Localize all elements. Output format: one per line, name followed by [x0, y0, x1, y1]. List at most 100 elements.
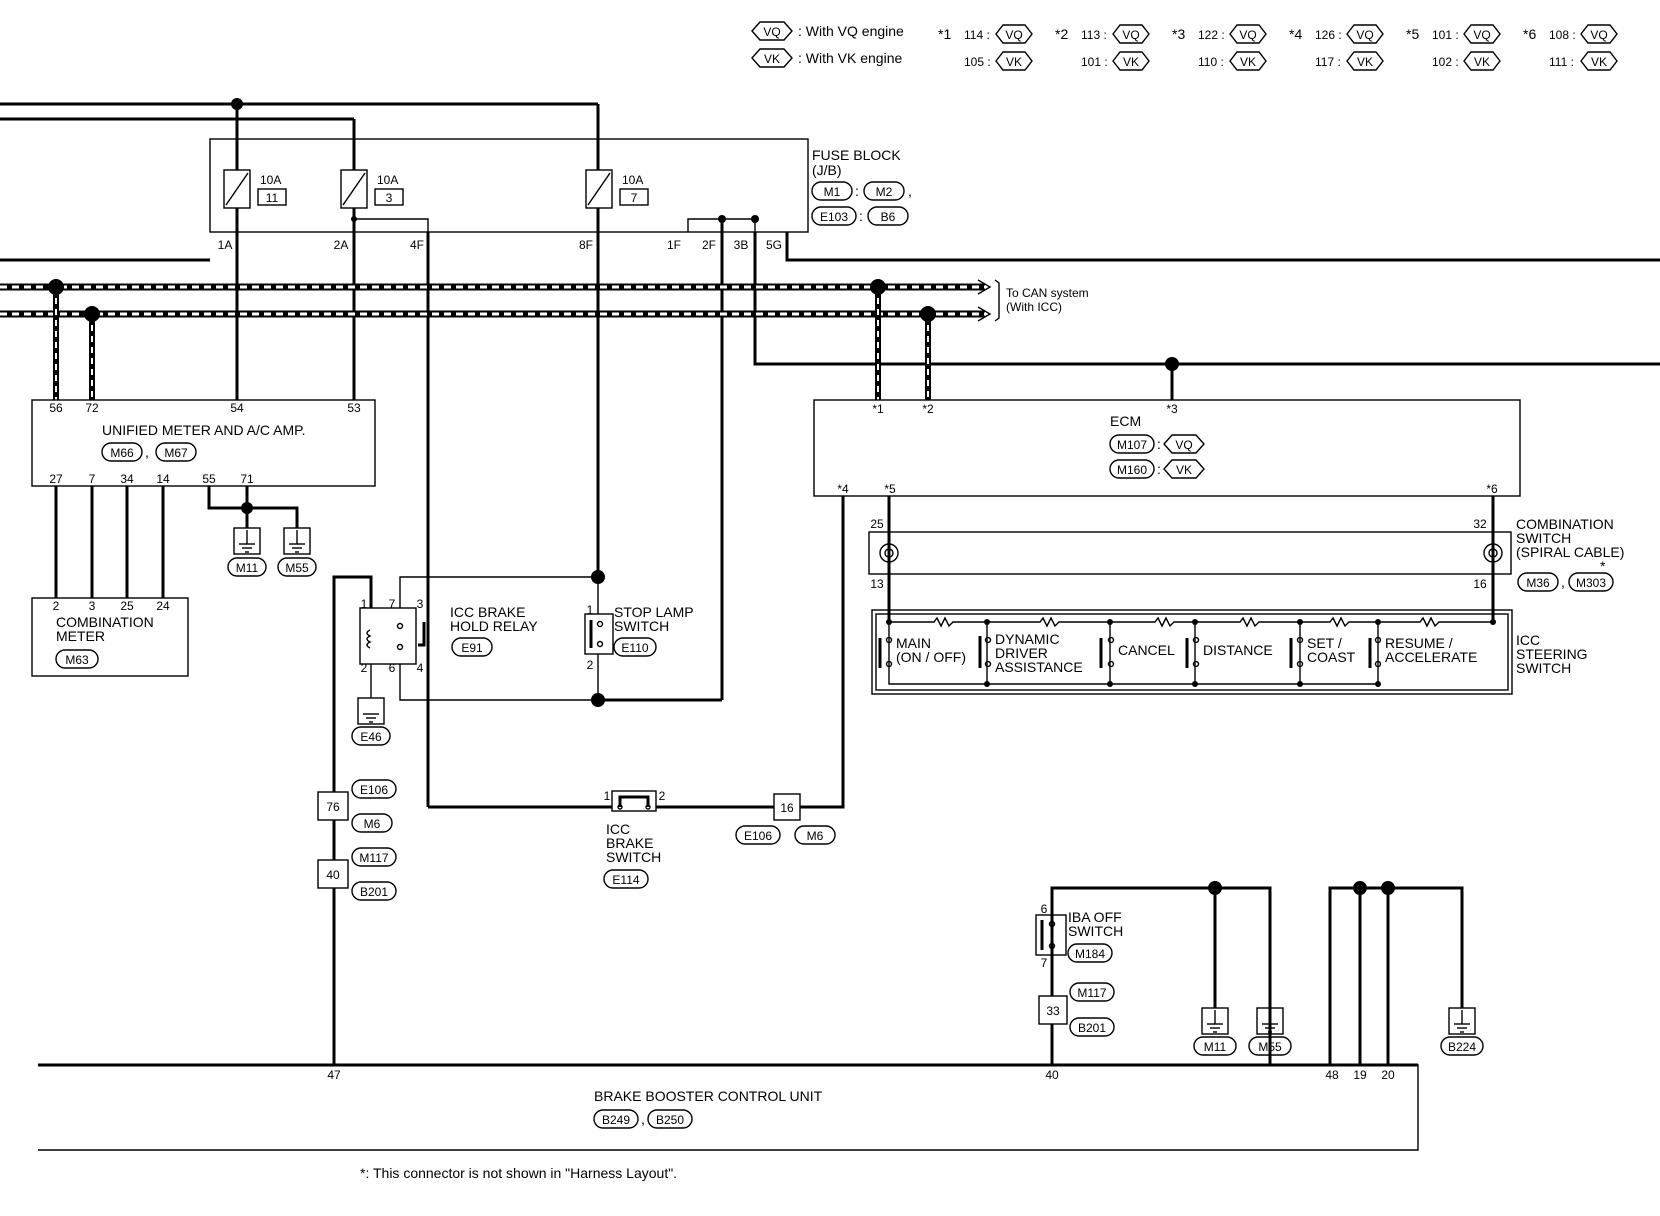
svg-text:34: 34 — [120, 472, 134, 486]
svg-text:*3: *3 — [1166, 402, 1178, 416]
svg-text:40: 40 — [1045, 1068, 1059, 1082]
legend-pin-vq-tag: VQ — [1356, 28, 1373, 42]
svg-text:*5: *5 — [884, 482, 896, 496]
svg-text:SWITCH: SWITCH — [1516, 530, 1571, 546]
steering-button-cancel: CANCEL — [1099, 619, 1175, 687]
legend-vk-tag: VK — [764, 52, 780, 66]
svg-text:ICC: ICC — [1516, 632, 1540, 648]
unified-meter-title: UNIFIED METER AND A/C AMP. — [102, 422, 306, 438]
legend-pin-vk-value: 102 : — [1432, 55, 1459, 69]
svg-text:M55: M55 — [1258, 1040, 1282, 1054]
svg-text:6: 6 — [389, 661, 396, 675]
svg-text:COMBINATION: COMBINATION — [56, 614, 154, 630]
svg-text:2F: 2F — [702, 238, 716, 252]
steering-button-main: MAIN (ON / OFF) — [878, 619, 966, 668]
svg-text:*2: *2 — [922, 402, 934, 416]
legend-pin-vq-value: 114 : — [964, 28, 990, 42]
svg-text:*4: *4 — [837, 482, 849, 496]
svg-text:SWITCH: SWITCH — [1516, 660, 1571, 676]
ground-m11-meter: M11 — [227, 527, 267, 577]
steering-button-set-coast: SET / COAST — [1289, 619, 1356, 687]
svg-text:HOLD RELAY: HOLD RELAY — [450, 618, 538, 634]
svg-text:3B: 3B — [734, 238, 749, 252]
svg-text:E114: E114 — [612, 873, 639, 887]
svg-text:7: 7 — [89, 472, 96, 486]
svg-text:55: 55 — [202, 472, 216, 486]
svg-text::: : — [1157, 436, 1161, 452]
svg-text:M160: M160 — [1117, 463, 1147, 477]
svg-text:33: 33 — [1046, 1004, 1060, 1018]
svg-text:1: 1 — [361, 597, 368, 611]
svg-text:3: 3 — [89, 599, 96, 613]
legend-pin-vq-tag: VQ — [1239, 28, 1256, 42]
svg-text:*6: *6 — [1486, 482, 1498, 496]
footnote: *: This connector is not shown in "Harne… — [360, 1165, 677, 1181]
svg-text:24: 24 — [156, 599, 170, 613]
svg-text:1F: 1F — [667, 238, 681, 252]
svg-text::: : — [855, 183, 859, 199]
svg-text:ASSISTANCE: ASSISTANCE — [995, 659, 1083, 675]
svg-text:M6: M6 — [364, 817, 381, 831]
svg-text:E91: E91 — [461, 641, 483, 655]
iba-off-switch: 6 7 IBA OFF SWITCH M184 — [1035, 886, 1272, 1065]
svg-text:8F: 8F — [579, 238, 593, 252]
legend-pin-vk-tag: VK — [1123, 55, 1139, 69]
svg-text:2: 2 — [361, 661, 368, 675]
legend-pin-vq-value: 101 : — [1432, 28, 1459, 42]
legend-pin-vq-value: 122 : — [1198, 28, 1225, 42]
svg-text:48: 48 — [1325, 1068, 1339, 1082]
svg-text:STOP LAMP: STOP LAMP — [614, 604, 694, 620]
svg-text:10A: 10A — [622, 173, 643, 187]
svg-text:2: 2 — [587, 658, 594, 672]
legend-pin-vq-value: 126 : — [1315, 28, 1342, 42]
legend-vq-tag: VQ — [763, 25, 780, 39]
svg-text:B250: B250 — [656, 1113, 684, 1127]
relay-wires — [332, 570, 722, 1065]
svg-text:11: 11 — [266, 191, 279, 205]
legend-pin-vq-value: 108 : — [1549, 28, 1576, 42]
svg-text:METER: METER — [56, 628, 105, 644]
svg-text:25: 25 — [120, 599, 134, 613]
svg-text:4: 4 — [417, 661, 424, 675]
svg-text:10A: 10A — [260, 173, 281, 187]
svg-text:B249: B249 — [602, 1113, 630, 1127]
can-label-1: To CAN system — [1006, 286, 1089, 300]
svg-text:*: * — [1600, 558, 1606, 574]
legend-pin-vk-tag: VK — [1006, 55, 1022, 69]
svg-text:E110: E110 — [621, 641, 648, 655]
svg-text:M303: M303 — [1576, 576, 1606, 590]
legend: VQ : With VQ engine VK : With VK engine — [751, 21, 904, 68]
svg-text:COAST: COAST — [1307, 649, 1356, 665]
svg-text:7: 7 — [1041, 956, 1048, 970]
legend-pin-star: *4 — [1289, 26, 1302, 42]
svg-text:ICC: ICC — [606, 821, 630, 837]
svg-text:M63: M63 — [65, 653, 89, 667]
combination-switch: 25 32 13 16 COMBINATION SWITCH (SPIRAL C… — [868, 516, 1624, 592]
legend-pin-vk-value: 111 : — [1549, 55, 1574, 69]
svg-text:SWITCH: SWITCH — [614, 618, 669, 634]
svg-text:(ON / OFF): (ON / OFF) — [896, 649, 966, 665]
svg-text:M67: M67 — [164, 446, 188, 460]
bottom-ground-wires — [1208, 881, 1464, 1065]
svg-text:2: 2 — [659, 789, 666, 803]
svg-text:BRAKE: BRAKE — [606, 835, 653, 851]
legend-pin-vk-tag: VK — [1591, 55, 1607, 69]
svg-text:M66: M66 — [110, 446, 134, 460]
svg-text:47: 47 — [327, 1068, 341, 1082]
legend-pin-vk-value: 105 : — [964, 55, 991, 69]
svg-text:M6: M6 — [807, 829, 824, 843]
fuse-block-sub: (J/B) — [812, 162, 842, 178]
svg-text:E46: E46 — [360, 730, 382, 744]
svg-text:MAIN: MAIN — [896, 635, 931, 651]
icc-brake-switch: 1 2 ICC BRAKE SWITCH E114 — [428, 789, 774, 889]
meter-wires — [54, 486, 299, 598]
ground-m55-bottom: M55 — [1248, 1007, 1292, 1056]
svg-text:ACCELERATE: ACCELERATE — [1385, 649, 1477, 665]
svg-text:2: 2 — [53, 599, 60, 613]
svg-text:4F: 4F — [410, 238, 424, 252]
svg-text:VQ: VQ — [1175, 438, 1192, 452]
ground-b224: B224 — [1440, 1007, 1484, 1056]
svg-text:E106: E106 — [744, 829, 772, 843]
